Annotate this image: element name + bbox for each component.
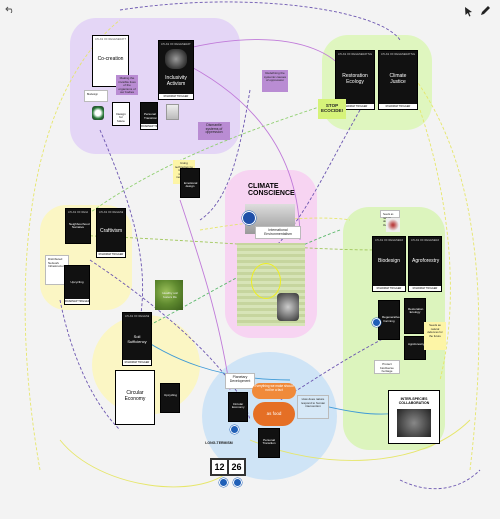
card-footer: ROADMAP TRIGGER (159, 94, 193, 99)
card-series: ATLAS OF REGENERATIVE (338, 53, 372, 56)
card-title: Circular Economy (124, 389, 146, 402)
card-climate-justice[interactable]: ATLAS OF REGENERATIVE Climate Justice RO… (378, 50, 418, 110)
note-protect-heritage[interactable]: Protect biodiverse heritage (374, 360, 400, 374)
card-title: Neighbourhood Narrative (69, 221, 90, 230)
card-series: ATLAS OF REGENERATIVE (161, 43, 191, 46)
moss-photo (155, 280, 183, 310)
card-circular-economy[interactable]: Circular Economy (115, 370, 155, 425)
card-series: ATLAS OF REGENERATIVE (99, 211, 123, 214)
card-footer: ROADMAP TRIGGER (373, 286, 405, 291)
note-healthy-soil: Healthy soil fosters life (162, 291, 178, 299)
card-series: ATLAS OF REGENERATIVE (125, 315, 149, 318)
card-craftivism[interactable]: ATLAS OF REGENERATIVE Craftivism ROADMAP… (96, 208, 126, 258)
card-title: Restoration Ecology (408, 306, 424, 314)
seed-photo (386, 218, 400, 232)
card-title: Upcycling (70, 280, 84, 285)
note-international-env[interactable]: International Environmentalism (255, 226, 301, 239)
card-title: Restoration Ecology (342, 73, 368, 86)
calendar-right: 26 (229, 460, 244, 474)
microscope-photo (166, 104, 179, 120)
blue-dot-1[interactable] (230, 425, 239, 434)
card-footer: ROADMAP TRIGGER (336, 104, 374, 109)
eu-badge-icon (242, 211, 256, 225)
card-title: Co-creation (97, 56, 124, 62)
blue-dot-regenerative[interactable] (372, 318, 381, 327)
card-title: Circular Economy (232, 401, 245, 410)
note-stop-ecocide[interactable]: STOP ECOCIDE! (318, 99, 346, 119)
card-title: INTER-SPECIES COLLABORATION (398, 397, 430, 406)
pointer-plus-icon[interactable] (463, 5, 475, 17)
card-biodesign[interactable]: ATLAS OF REGENERATIVE Biodesign ROADMAP … (372, 236, 406, 292)
card-title: Soil Sufficiency (127, 333, 147, 344)
card-title: Inclusivity Activism (165, 74, 187, 87)
card-agroforestry-small[interactable]: Agroforestry (404, 336, 426, 360)
undo-icon[interactable] (4, 3, 16, 15)
poster-circles (251, 263, 281, 299)
child-photo (277, 293, 299, 321)
calendar-widget: 12 26 (210, 458, 246, 476)
card-regenerative-farming[interactable]: Regenerative Farming (378, 300, 400, 340)
blue-dot-calendar-1[interactable] (219, 478, 228, 487)
note-seeds-natural[interactable]: Seeds as natural defences for the future (424, 322, 446, 350)
card-restoration-small[interactable]: Restoration Ecology (404, 298, 426, 334)
card-footer: ROADMAP TRIGGER (97, 252, 125, 257)
card-personal-small[interactable]: Personal Transition (258, 428, 280, 458)
card-footer: ROADMAP TRIGGER (379, 104, 417, 109)
card-title: Biodesign (378, 257, 400, 264)
card-footer: ROADMAP TRIGGER (65, 299, 89, 304)
note-biodesign-small[interactable]: Biodesign (84, 90, 108, 102)
machine-photo (92, 106, 104, 120)
pen-icon[interactable] (479, 5, 491, 17)
card-title: Climate Justice (389, 73, 407, 86)
bird-photo (397, 409, 431, 437)
card-emotional-design[interactable]: Emotional design (180, 168, 200, 198)
card-neighbourhood[interactable]: ATLAS OF REGENERATIVE Neighbourhood Narr… (65, 208, 91, 244)
card-title: Design for future (116, 111, 126, 123)
card-series: ATLAS OF REGENERATIVE (68, 211, 88, 214)
card-footer: ROADMAP TRIGGER (409, 286, 441, 291)
card-agroforestry[interactable]: ATLAS OF REGENERATIVE Agroforestry ROADM… (408, 236, 442, 292)
card-restoration-ecology[interactable]: ATLAS OF REGENERATIVE Restoration Ecolog… (335, 50, 375, 110)
card-title: Agroforestry (412, 257, 440, 264)
note-how-nature[interactable]: How does nature respond to human interve… (297, 395, 329, 419)
card-circular-small[interactable]: Circular Economy (228, 392, 248, 422)
card-footer: ROADMAP TRIGGER (123, 360, 151, 365)
card-title: Agroforestry (408, 341, 425, 346)
card-personal-transition[interactable]: Personal Transition ROADMAP TRIGGER (140, 102, 158, 130)
poster-pillars (237, 243, 305, 326)
card-upcycling[interactable]: Upcycling (160, 383, 180, 413)
card-soil-sufficiency[interactable]: ATLAS OF REGENERATIVE Soil Sufficiency R… (122, 312, 152, 366)
climate-title-line1: CLIMATE (248, 183, 279, 190)
card-title: Upcycling (164, 392, 178, 397)
card-series: ATLAS OF REGENERATIVE (411, 239, 439, 242)
card-upcycling-left[interactable]: Upcycling ROADMAP TRIGGER (64, 265, 90, 305)
card-series: ATLAS OF REGENERATIVE (375, 239, 403, 242)
card-series: ATLAS OF REGENERATIVE (381, 53, 415, 56)
card-title: Craftivism (100, 228, 123, 235)
note-everything[interactable]: Everything we make should not be a fact (252, 383, 296, 399)
note-as-food[interactable]: as food (253, 402, 295, 426)
climate-title-line2: CONSCIENCE (248, 190, 295, 197)
note-making-invisible[interactable]: Making the invisible lives of the organi… (116, 75, 138, 95)
note-intersecting[interactable]: Redefining the systemic causes of oppres… (262, 70, 288, 92)
note-seeds-top[interactable]: Seeds as natural defences for the future (380, 210, 400, 227)
card-title: Regenerative Farming (382, 315, 400, 323)
climate-title: CLIMATE CONSCIENCE (248, 183, 295, 197)
plant-illustration (165, 49, 187, 69)
calendar-left: 12 (212, 460, 227, 474)
label-long-termism: LONG-TERMISM (205, 441, 233, 445)
card-design-for-future[interactable]: Design for future (112, 102, 130, 126)
card-title: Emotional design (184, 180, 198, 189)
card-title: Personal Transition (262, 437, 276, 446)
note-dismantle-oppression[interactable]: Dismantle systems of oppression (198, 122, 230, 140)
blue-dot-calendar-2[interactable] (233, 478, 242, 487)
card-footer: ROADMAP TRIGGER (141, 124, 157, 129)
card-series: ATLAS OF REGENERATIVE (95, 38, 126, 41)
note-planetary[interactable]: Planetary Development (225, 373, 255, 389)
card-interspecies[interactable]: INTER-SPECIES COLLABORATION (388, 390, 440, 444)
card-title: Personal Transition (144, 112, 158, 120)
card-inclusivity-activism[interactable]: ATLAS OF REGENERATIVE Inclusivity Activi… (158, 40, 194, 100)
